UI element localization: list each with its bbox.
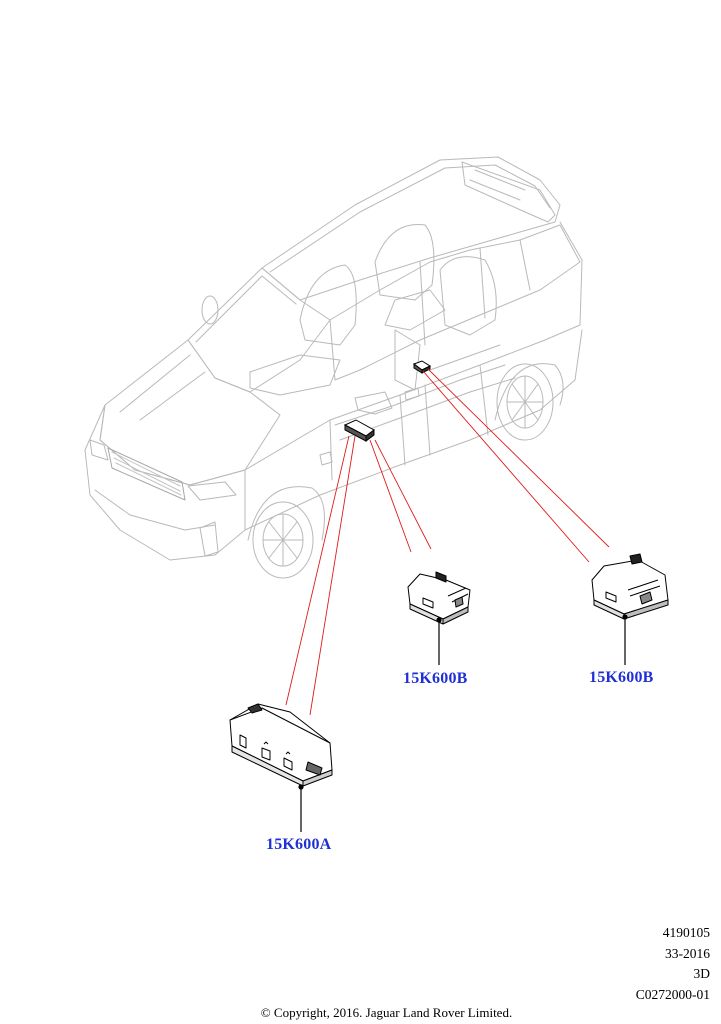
- module-location-rear: [412, 360, 432, 374]
- vehicle-outline: [84, 156, 583, 579]
- module-15k600b-center-callout: [436, 617, 442, 665]
- reference-line-2: 33-2016: [665, 945, 710, 961]
- module-15k600a-callout: [298, 784, 304, 832]
- module-15k600a-drawing[interactable]: [229, 703, 333, 787]
- module-15k600b-right-drawing[interactable]: [591, 553, 669, 620]
- part-label-15k600b-right[interactable]: 15K600B: [589, 669, 654, 686]
- leader-lines: [285, 368, 610, 716]
- module-15k600b-right-callout: [622, 614, 628, 665]
- reference-line-3: 3D: [693, 966, 711, 981]
- part-label-15k600a[interactable]: 15K600A: [266, 836, 332, 853]
- reference-block: 4190105 33-2016 3D C0272000-01: [636, 923, 710, 1005]
- reference-line-4: C0272000-01: [635, 986, 710, 1002]
- module-15k600b-center-drawing[interactable]: [407, 571, 471, 625]
- module-location-front: [343, 419, 375, 442]
- reference-line-1: 4190105: [662, 925, 710, 940]
- copyright-notice: © Copyright, 2016. Jaguar Land Rover Lim…: [260, 1005, 513, 1020]
- part-label-15k600b-center[interactable]: 15K600B: [403, 670, 468, 687]
